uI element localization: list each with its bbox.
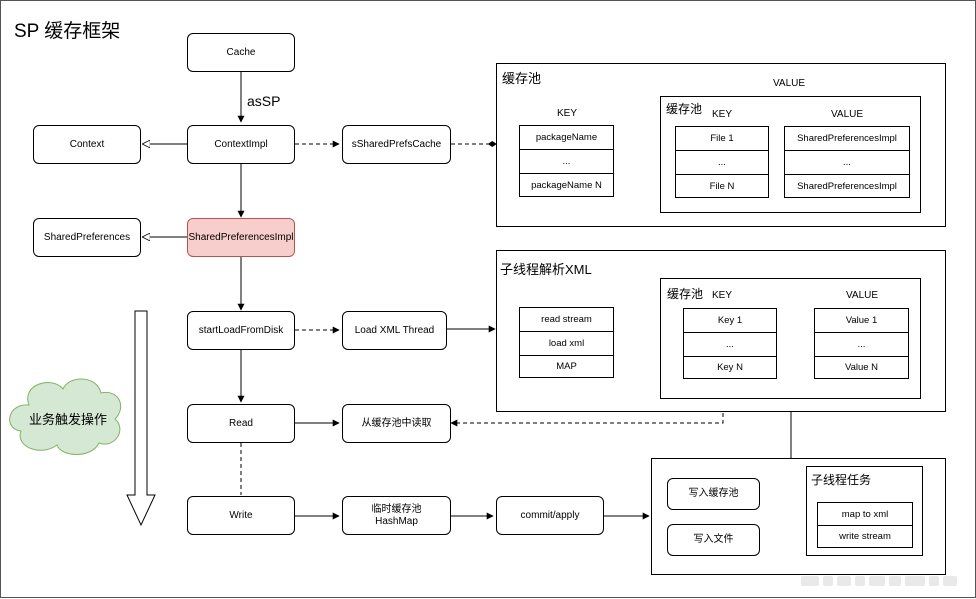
inner-pool-value-header: VALUE	[831, 109, 864, 120]
parse-value-cell: Value N	[814, 356, 909, 379]
hashmap-label: HashMap	[375, 515, 418, 527]
node-write-file[interactable]: 写入文件	[667, 524, 760, 556]
parse-step-cell: load xml	[519, 331, 614, 356]
node-cache[interactable]: Cache	[187, 33, 295, 72]
parse-value-cell: Value 1	[814, 308, 909, 333]
parse-key-cell: Key N	[683, 356, 777, 379]
file-key-cell: File N	[675, 174, 769, 198]
thread-parse-frame: 子线程解析XML read stream load xml MAP 缓存池 KE…	[496, 250, 946, 412]
pool-key-cell: packageName N	[519, 173, 614, 197]
temp-cache-label: 临时缓存池	[371, 503, 422, 515]
inner-pool-title: 缓存池	[666, 102, 703, 116]
node-read[interactable]: Read	[187, 404, 295, 443]
parse-pool-value-header: VALUE	[846, 290, 879, 301]
cache-pool-key-header: KEY	[557, 108, 578, 119]
node-sharedpreferencesimpl[interactable]: SharedPreferencesImpl	[187, 218, 295, 257]
file-value-cell: SharedPreferencesImpl	[784, 126, 910, 151]
write-task-frame: 写入缓存池 写入文件 子线程任务 map to xml write stream	[651, 458, 946, 575]
pool-key-cell: packageName	[519, 125, 614, 150]
cache-pool-frame: 缓存池 KEY VALUE packageName ... packageNam…	[496, 63, 946, 227]
business-cloud	[9, 378, 122, 455]
node-startloadfromdisk[interactable]: startLoadFromDisk	[187, 311, 295, 350]
node-sharedprefscache[interactable]: sSharedPrefsCache	[342, 125, 451, 164]
file-key-cell: File 1	[675, 126, 769, 151]
parse-key-cell: Key 1	[683, 308, 777, 333]
node-write[interactable]: Write	[187, 496, 295, 535]
inner-pool-key-header: KEY	[712, 109, 733, 120]
watermark	[801, 573, 971, 589]
parse-value-cell: ...	[814, 332, 909, 357]
parse-step-cell: MAP	[519, 355, 614, 378]
thread-task-frame: 子线程任务 map to xml write stream	[806, 466, 923, 556]
node-context[interactable]: Context	[33, 125, 141, 164]
cache-pool-title: 缓存池	[502, 71, 542, 86]
node-contextimpl[interactable]: ContextImpl	[187, 125, 295, 164]
task-step-cell: map to xml	[817, 502, 913, 526]
node-temp-cache-hashmap[interactable]: 临时缓存池 HashMap	[342, 496, 451, 535]
file-value-cell: ...	[784, 150, 910, 175]
cache-pool-value-header: VALUE	[773, 78, 806, 89]
node-loadxmlthread[interactable]: Load XML Thread	[342, 311, 447, 350]
thread-parse-title: 子线程解析XML	[500, 262, 592, 277]
edge-label-assp: asSP	[247, 93, 281, 109]
parse-step-cell: read stream	[519, 307, 614, 332]
diagram-title: SP 缓存框架	[14, 21, 121, 42]
parse-key-cell: ...	[683, 332, 777, 357]
task-step-cell: write stream	[817, 525, 913, 548]
node-commit-apply[interactable]: commit/apply	[496, 496, 604, 535]
cloud-label: 业务触发操作	[28, 412, 107, 427]
node-write-cache[interactable]: 写入缓存池	[667, 478, 760, 510]
file-key-cell: ...	[675, 150, 769, 175]
node-sharedpreferences[interactable]: SharedPreferences	[33, 218, 141, 257]
pool-key-cell: ...	[519, 149, 614, 174]
cache-pool-inner-frame: 缓存池 KEY VALUE File 1 ... File N SharedPr…	[660, 96, 921, 213]
node-read-from-cache[interactable]: 从缓存池中读取	[342, 404, 451, 443]
file-value-cell: SharedPreferencesImpl	[784, 174, 910, 198]
parse-pool-title: 缓存池	[667, 287, 704, 301]
big-down-arrow	[126, 310, 156, 527]
parse-pool-key-header: KEY	[712, 290, 733, 301]
thread-task-title: 子线程任务	[811, 473, 872, 487]
parse-pool-inner-frame: 缓存池 KEY VALUE Key 1 ... Key N Value 1 ..…	[660, 278, 921, 399]
